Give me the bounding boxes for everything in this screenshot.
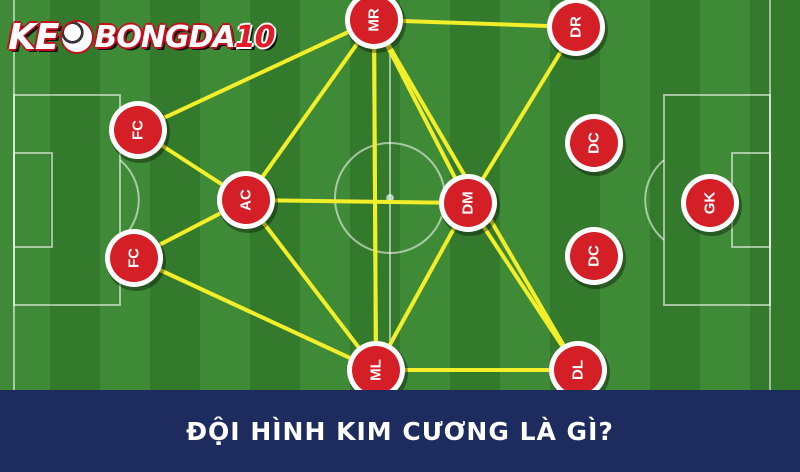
pitch-stripe <box>750 0 800 390</box>
player-label: FC <box>126 248 143 268</box>
pitch-stripe <box>0 0 50 390</box>
player-disc <box>444 179 492 227</box>
pitch-stripe <box>150 0 200 390</box>
brand-logo-part2: BONGDA <box>94 19 236 55</box>
page-title: ĐỘI HÌNH KIM CƯƠNG LÀ GÌ? <box>186 416 614 446</box>
link-fc1-mr <box>136 18 376 132</box>
pitch-stripe <box>600 0 650 390</box>
player-disc <box>554 346 602 390</box>
player-disc <box>570 232 618 280</box>
brand-logo: KE BONGDA 10 <box>8 6 276 68</box>
brand-logo-part1: KE <box>8 16 59 58</box>
link-ac-ml <box>244 198 378 372</box>
player-label: FC <box>130 120 147 140</box>
link-dm-dr <box>466 25 578 205</box>
link-dm-dl <box>466 201 580 372</box>
player-label: ML <box>368 359 385 381</box>
player-label: DM <box>460 191 477 214</box>
player-mr: MR <box>345 0 406 53</box>
player-label: AC <box>238 189 255 211</box>
player-label: DC <box>586 132 603 154</box>
soccer-ball-icon <box>59 20 94 54</box>
player-disc <box>110 234 158 282</box>
player-label: DC <box>586 245 603 267</box>
player-dl: DL <box>549 341 610 390</box>
pitch-stripe <box>500 0 550 390</box>
right-penalty-arc <box>644 159 665 241</box>
pitch-stripe <box>50 0 100 390</box>
brand-logo-part3: 10 <box>234 19 276 55</box>
player-disc <box>114 106 162 154</box>
player-disc <box>570 119 618 167</box>
player-label: MR <box>366 8 383 31</box>
link-ac-mr <box>244 18 376 202</box>
player-disc <box>350 0 398 44</box>
link-fc2-ml <box>132 256 378 372</box>
player-gk: GK <box>681 174 742 236</box>
player-dc2: DC <box>565 227 626 289</box>
player-disc <box>222 176 270 224</box>
player-dc1: DC <box>565 114 626 176</box>
link-mr-dr <box>372 18 578 29</box>
player-disc <box>552 3 600 51</box>
link-ac-dm <box>244 198 470 205</box>
players: FC FC AC MR ML DM DR DC DC DL GK <box>105 0 742 390</box>
player-ac: AC <box>217 171 278 233</box>
player-dm: DM <box>439 174 500 236</box>
player-label: DL <box>570 360 587 380</box>
player-disc <box>686 179 734 227</box>
link-ml-dm <box>374 201 470 372</box>
pitch-stripe <box>300 0 350 390</box>
player-fc1: FC <box>109 101 170 163</box>
player-disc <box>352 346 400 390</box>
pitch-stripe <box>100 0 150 390</box>
link-ml-mr <box>372 18 378 372</box>
player-label: GK <box>702 192 719 215</box>
player-dr: DR <box>547 0 608 60</box>
player-fc2: FC <box>105 229 166 291</box>
pitch-stripe <box>550 0 600 390</box>
player-ml: ML <box>347 341 408 390</box>
title-banner: ĐỘI HÌNH KIM CƯƠNG LÀ GÌ? <box>0 390 800 472</box>
football-pitch: FC FC AC MR ML DM DR DC DC DL GK <box>0 0 800 390</box>
player-label: DR <box>568 16 585 38</box>
